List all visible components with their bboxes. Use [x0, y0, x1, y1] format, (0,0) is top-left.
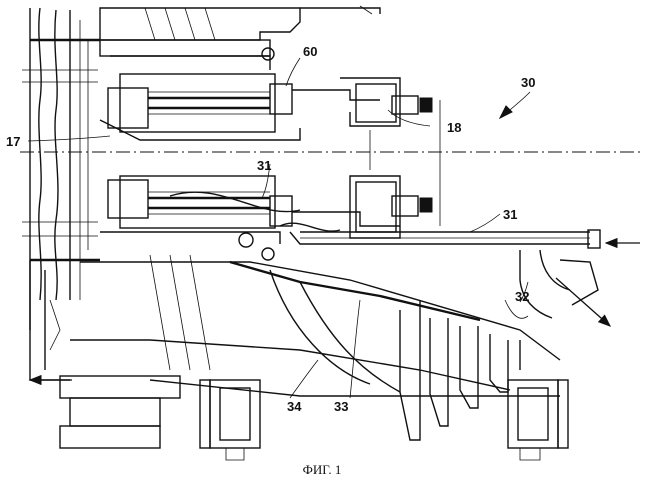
pipe-31 — [170, 192, 600, 248]
label-30-arrowhead — [500, 106, 512, 118]
lower-bearing-assembly — [100, 100, 440, 260]
mount-block-left — [200, 380, 260, 460]
pipe-32 — [505, 250, 598, 318]
label-31-upper: 31 — [257, 158, 271, 173]
label-18: 18 — [447, 120, 461, 135]
outflow-arrow — [556, 278, 610, 326]
label-17: 17 — [6, 134, 20, 149]
lower-blades — [270, 270, 520, 440]
label-33: 33 — [334, 399, 348, 414]
upper-bearing-assembly — [100, 74, 432, 170]
top-casing — [100, 6, 380, 70]
mount-block-right — [508, 380, 568, 460]
label-32: 32 — [515, 289, 529, 304]
figure-caption: ФИГ. 1 — [303, 462, 342, 477]
stator-vanes — [70, 255, 560, 396]
left-lower-structure — [30, 260, 180, 448]
label-60: 60 — [303, 44, 317, 59]
label-34: 34 — [287, 399, 302, 414]
label-30: 30 — [521, 75, 535, 90]
hub-left-structure — [22, 8, 100, 330]
label-31-right: 31 — [503, 207, 517, 222]
leader-lines — [28, 58, 530, 398]
